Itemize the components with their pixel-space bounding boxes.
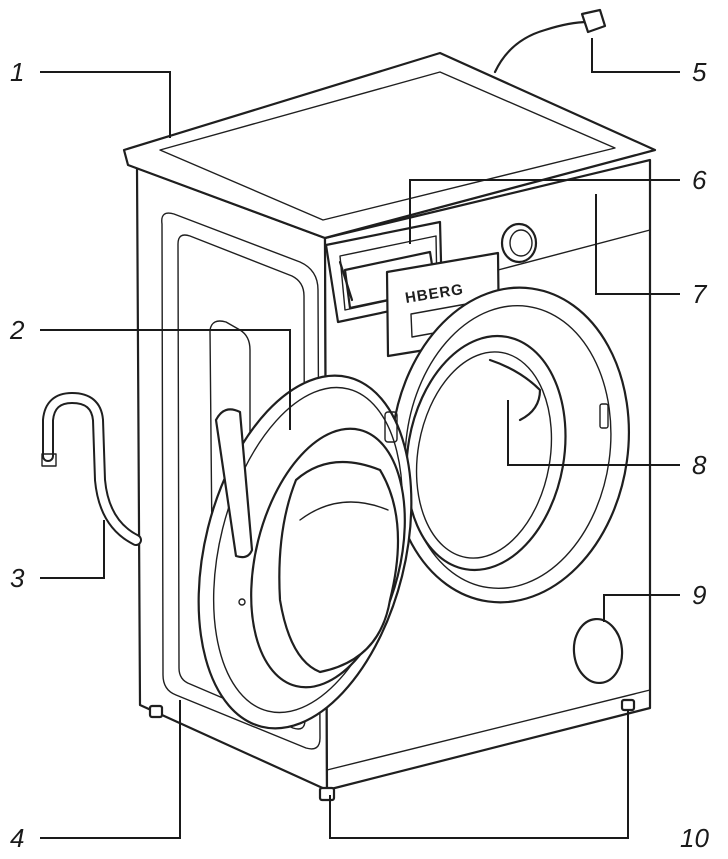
leader-1 (40, 71, 171, 138)
power-cord (493, 8, 607, 74)
leader-lines (40, 38, 680, 839)
callout-numbers: 1 2 3 4 5 6 7 8 9 10 (9, 57, 709, 853)
leader-5 (591, 38, 680, 73)
leader-4 (40, 700, 181, 839)
open-door (197, 374, 413, 730)
callout-2: 2 (9, 315, 25, 345)
door-opening (389, 286, 631, 604)
callout-1: 1 (10, 57, 24, 87)
callout-6: 6 (692, 165, 707, 195)
drain-hose (41, 392, 142, 546)
leader-7 (595, 194, 680, 295)
leader-6 (409, 179, 680, 244)
callout-3: 3 (10, 563, 25, 593)
callout-7: 7 (692, 279, 708, 309)
adjustable-feet (148, 698, 636, 802)
callout-10: 10 (680, 823, 709, 853)
detergent-drawer: HBERG (324, 220, 501, 358)
callout-5: 5 (692, 57, 707, 87)
callout-8: 8 (692, 450, 707, 480)
control-panel (497, 222, 651, 271)
leader-10 (329, 710, 629, 839)
callout-4: 4 (10, 823, 24, 853)
leader-3 (40, 520, 105, 579)
leader-9 (603, 594, 680, 622)
leader-2 (40, 329, 291, 430)
filter-cover (572, 617, 624, 685)
leader-8 (507, 400, 680, 466)
callout-9: 9 (692, 580, 706, 610)
